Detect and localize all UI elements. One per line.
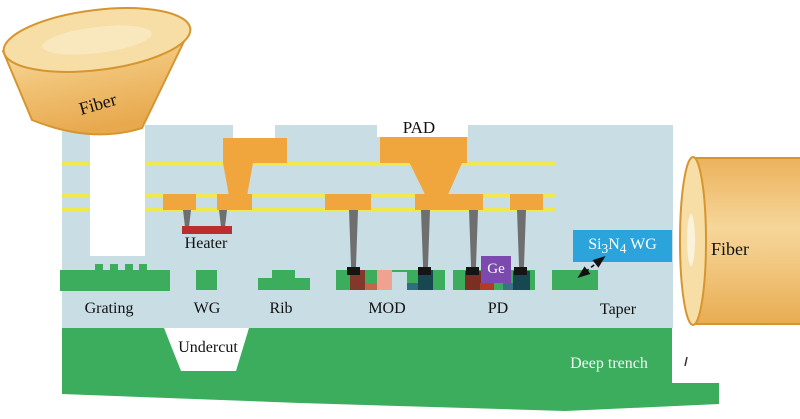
metal-line-bottom — [62, 208, 555, 212]
mod-p-region — [377, 270, 392, 290]
pd-n-region — [513, 271, 530, 290]
m1-pad-heater-left — [163, 194, 196, 210]
via-mod-left — [349, 210, 358, 270]
rib-label: Rib — [269, 300, 293, 317]
pd-p-region — [465, 271, 483, 290]
mod-n-region — [392, 272, 407, 290]
grating-tooth — [139, 264, 147, 271]
heater-via-left — [183, 210, 191, 227]
undercut-label: Undercut — [178, 339, 238, 356]
contact-cap — [466, 267, 479, 275]
taper-label: Taper — [599, 301, 637, 318]
mod-label: MOD — [368, 300, 406, 317]
strip-waveguide — [196, 270, 217, 290]
pd-label: PD — [487, 300, 509, 317]
metal-line-mid — [62, 193, 555, 197]
fiber-left-cylinder: Fiber — [2, 7, 192, 136]
m1-pad-center — [415, 194, 483, 210]
grating-tooth — [125, 264, 133, 271]
m1-pad-heater-right — [217, 194, 252, 210]
pad-label: PAD — [402, 118, 436, 137]
heater-via-right — [219, 210, 227, 227]
mod-p-plus-region — [350, 270, 365, 290]
wg-label: WG — [193, 300, 221, 317]
pad-opening-center — [377, 125, 468, 137]
pd-n-slab-region — [503, 283, 516, 290]
m1-pad-mod-left — [325, 194, 371, 210]
stray-mark — [684, 356, 688, 367]
rib-ridge — [272, 270, 295, 279]
ge-label: Ge — [487, 261, 505, 277]
heater-element — [182, 226, 232, 234]
mod-n-plus-region — [418, 270, 433, 290]
mod-n-slab-region — [407, 283, 418, 290]
rib-slab — [258, 278, 310, 290]
heater-label: Heater — [184, 235, 228, 252]
fiber-right-label: Fiber — [711, 239, 749, 259]
pad-stem-left — [223, 163, 253, 196]
undercut-cavity — [164, 328, 249, 371]
grating-opening — [90, 125, 145, 256]
metal-line-top — [62, 162, 555, 166]
coupling-arrow — [577, 256, 606, 278]
via-mod-right — [421, 210, 430, 270]
contact-cap — [514, 267, 527, 275]
top-pad-left — [223, 138, 287, 163]
contact-cap — [418, 267, 431, 275]
top-pad-center — [380, 137, 467, 163]
grating-slab — [60, 270, 170, 291]
si3n4-wg-label: Si3N4 WG — [588, 236, 657, 257]
grating-tooth — [95, 264, 103, 271]
grating-tooth — [110, 264, 118, 271]
oxide-cladding — [62, 125, 673, 328]
fiber-right-cylinder: Fiber — [679, 156, 800, 326]
ge-absorber-block: Ge — [481, 256, 511, 283]
grating-label: Grating — [84, 300, 134, 317]
via-pd-right — [517, 210, 526, 270]
via-pd-left — [469, 210, 478, 270]
deep-trench-label: Deep trench — [570, 355, 648, 372]
m1-pad-pd-right — [510, 194, 543, 210]
contact-cap — [347, 267, 360, 275]
pd-slab-region — [480, 283, 494, 290]
mod-p-slab-region — [365, 283, 377, 290]
pad-opening-left — [233, 125, 275, 138]
